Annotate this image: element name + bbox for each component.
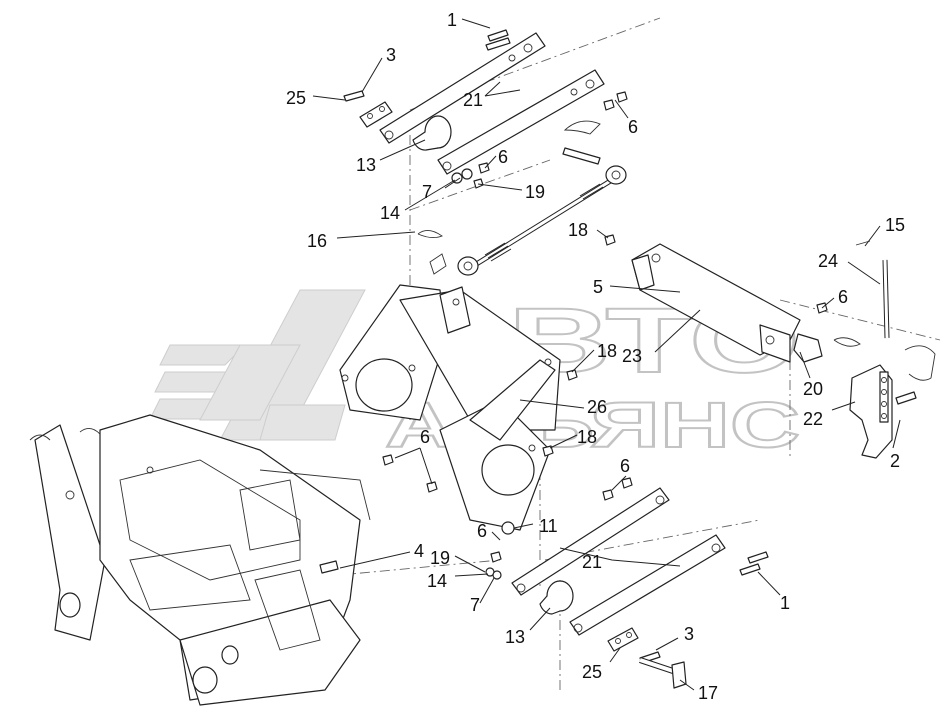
callout-label-5: 5 <box>593 277 603 297</box>
callout-label-19: 19 <box>525 182 545 202</box>
callout-label-2: 2 <box>890 451 900 471</box>
callout-label-18: 18 <box>568 220 588 240</box>
callout-label-3: 3 <box>684 624 694 644</box>
callout-label-15: 15 <box>885 215 905 235</box>
callout-label-16: 16 <box>307 231 327 251</box>
upper-bar-rear <box>379 32 546 144</box>
callout-label-20: 20 <box>803 379 823 399</box>
callout-label-21: 21 <box>582 552 602 572</box>
callout-label-6: 6 <box>620 456 630 476</box>
callout-label-6: 6 <box>477 521 487 541</box>
callout-label-21: 21 <box>463 90 483 110</box>
turnbuckle-rod <box>417 120 627 276</box>
callout-label-6: 6 <box>838 287 848 307</box>
callout-label-17: 17 <box>698 683 718 703</box>
upper-bar-front <box>437 69 605 175</box>
callout-label-4: 4 <box>414 541 424 561</box>
callout-label-22: 22 <box>803 409 823 429</box>
callout-label-1: 1 <box>447 10 457 30</box>
callout-label-18: 18 <box>577 427 597 447</box>
lower-link-bars <box>485 477 769 689</box>
callout-labels: 1 3 25 21 6 13 6 7 19 14 16 18 15 24 5 6… <box>286 10 905 703</box>
callout-label-25: 25 <box>286 88 306 108</box>
hitch-hook <box>849 240 936 459</box>
mounting-plates <box>339 284 578 531</box>
tractor-frame <box>29 414 371 706</box>
callout-label-14: 14 <box>427 571 447 591</box>
callout-label-3: 3 <box>386 45 396 65</box>
watermark-emblem-icon <box>149 289 366 441</box>
callout-label-26: 26 <box>587 397 607 417</box>
callout-label-11: 11 <box>539 516 558 536</box>
callout-label-25: 25 <box>582 662 602 682</box>
callout-label-24: 24 <box>818 251 838 271</box>
callout-label-7: 7 <box>470 595 480 615</box>
leader-lines <box>312 18 901 691</box>
callout-label-6: 6 <box>420 427 430 447</box>
callout-label-13: 13 <box>505 627 525 647</box>
upper-link-bars <box>343 29 628 189</box>
callout-label-19: 19 <box>430 548 450 568</box>
callout-label-6: 6 <box>498 147 508 167</box>
callout-label-13: 13 <box>356 155 376 175</box>
callout-label-1: 1 <box>780 593 790 613</box>
callout-label-14: 14 <box>380 203 400 223</box>
callout-label-18: 18 <box>597 341 617 361</box>
callout-label-7: 7 <box>422 182 432 202</box>
callout-label-6: 6 <box>628 117 638 137</box>
callout-label-23: 23 <box>622 346 642 366</box>
